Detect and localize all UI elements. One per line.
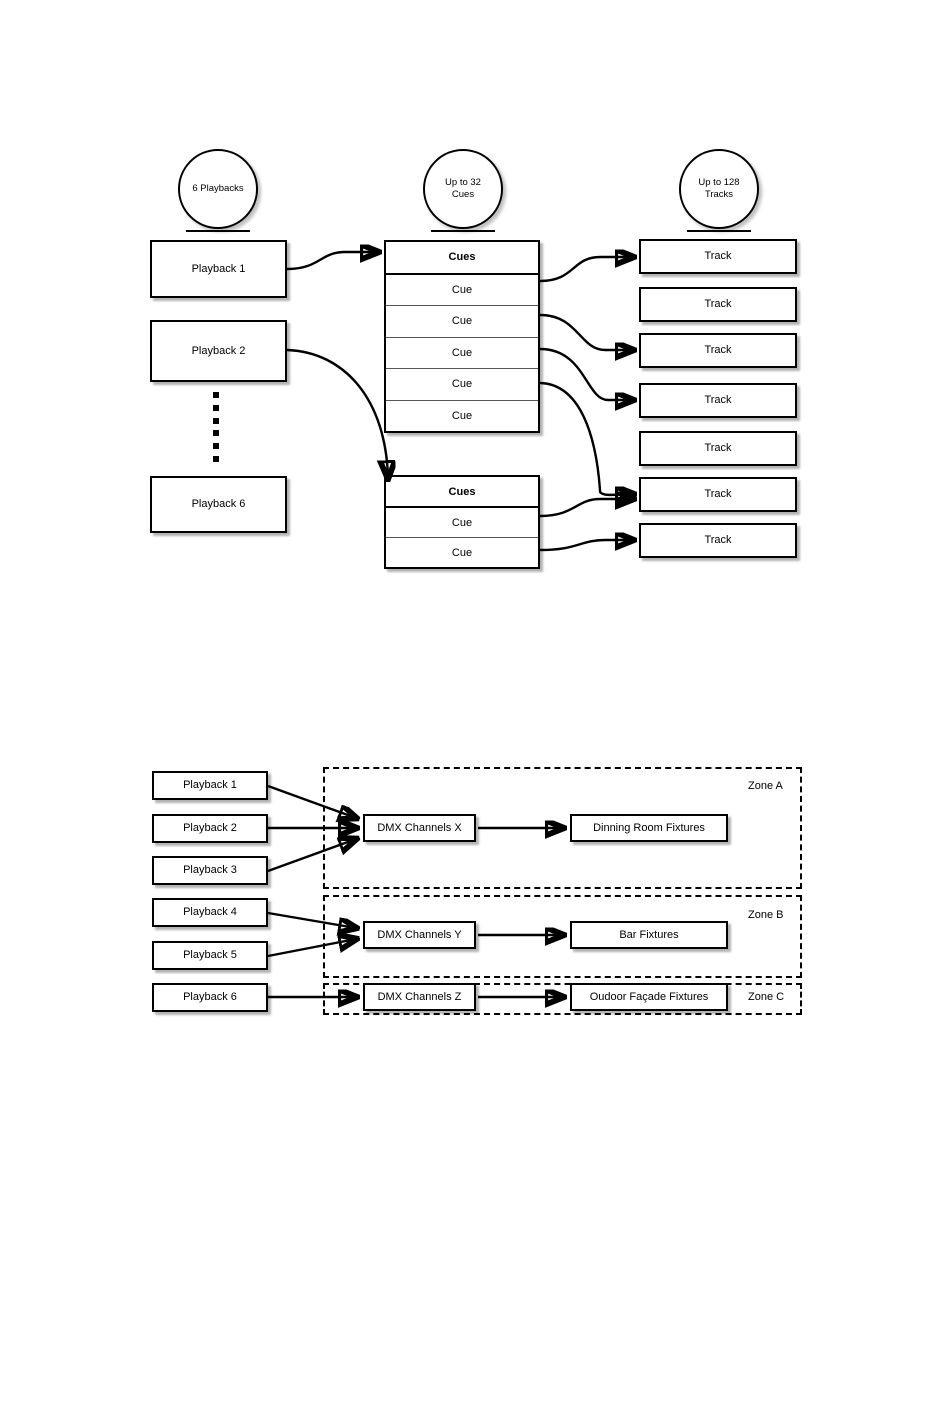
dmx-channels-z-box[interactable]: DMX Channels Z [363, 983, 476, 1011]
annotation-bubble-tracks-base [687, 230, 751, 232]
top-playback-box-1-label: Playback 1 [191, 262, 246, 275]
zone-a-label: Zone A [748, 780, 783, 792]
track-box-2[interactable]: Track [639, 287, 797, 322]
ellipsis-dot [213, 455, 219, 462]
zone-c-boundary [323, 983, 802, 1015]
cue-row[interactable]: Cue [386, 274, 538, 306]
cue-row[interactable]: Cue [386, 400, 538, 431]
zone-b-label: Zone B [748, 909, 784, 921]
ellipsis-dot [213, 443, 219, 450]
bottom-playback-box-5[interactable]: Playback 5 [152, 941, 268, 970]
wire-cue5-to-track6 [539, 499, 633, 518]
dinning-room-fixtures-box[interactable]: Dinning Room Fixtures [570, 814, 728, 842]
track-box-6[interactable]: Track [639, 477, 797, 512]
wire-playback2-to-cues2 [286, 348, 388, 478]
wire-cue2-to-track3 [539, 313, 633, 350]
top-playback-box-2[interactable]: Playback 2 [150, 320, 287, 382]
top-playback-box-6-label: Playback 6 [191, 498, 246, 511]
track-box-4[interactable]: Track [639, 383, 797, 418]
bottom-playback-box-3[interactable]: Playback 3 [152, 856, 268, 885]
bottom-playback-box-1[interactable]: Playback 1 [152, 771, 268, 800]
bottom-playback-box-4[interactable]: Playback 4 [152, 898, 268, 927]
track-box-3[interactable]: Track [639, 333, 797, 368]
zone-b-boundary [323, 895, 802, 978]
cue-table-2: Cues Cue Cue [384, 475, 540, 569]
dmx-channels-x-box[interactable]: DMX Channels X [363, 814, 476, 842]
outdoor-facade-fixtures-box[interactable]: Oudoor Façade Fixtures [570, 983, 728, 1011]
annotation-bubble-cues-base [431, 230, 495, 232]
annotation-bubble-tracks-label: Up to 128 Tracks [698, 177, 740, 200]
wire-cue6-to-track7 [539, 540, 633, 550]
bottom-playback-box-6[interactable]: Playback 6 [152, 983, 268, 1012]
wire-playback1-to-cues1 [286, 252, 378, 271]
top-playback-box-1[interactable]: Playback 1 [150, 240, 287, 298]
zone-c-label: Zone C [748, 991, 785, 1003]
playback-ellipsis [212, 392, 220, 462]
wire-cue4-to-track6 [539, 381, 633, 495]
track-box-7[interactable]: Track [639, 523, 797, 558]
cue-table-2-header: Cues [386, 477, 538, 508]
ellipsis-dot [213, 404, 219, 411]
cue-table-1-header: Cues [386, 242, 538, 275]
cue-table-1: Cues Cue Cue Cue Cue Cue [384, 240, 540, 433]
annotation-bubble-playbacks-label: 6 Playbacks [192, 183, 244, 195]
annotation-bubble-playbacks: 6 Playbacks [178, 149, 258, 229]
cue-row[interactable]: Cue [386, 337, 538, 369]
top-playback-box-2-label: Playback 2 [191, 344, 246, 357]
cue-row[interactable]: Cue [386, 538, 538, 567]
ellipsis-dot [213, 417, 219, 424]
bottom-playback-box-2[interactable]: Playback 2 [152, 814, 268, 843]
track-box-1[interactable]: Track [639, 239, 797, 274]
cue-row[interactable]: Cue [386, 369, 538, 401]
annotation-bubble-cues-label: Up to 32 Cues [445, 177, 481, 200]
bar-fixtures-box[interactable]: Bar Fixtures [570, 921, 728, 949]
annotation-bubble-playbacks-base [186, 230, 250, 232]
wire-cue3-to-track4 [539, 347, 633, 400]
track-box-5[interactable]: Track [639, 431, 797, 466]
wire-cue1-to-track1 [539, 257, 633, 283]
annotation-bubble-tracks: Up to 128 Tracks [679, 149, 759, 229]
cue-row[interactable]: Cue [386, 306, 538, 338]
annotation-bubble-cues: Up to 32 Cues [423, 149, 503, 229]
cue-row[interactable]: Cue [386, 508, 538, 538]
top-playback-box-6[interactable]: Playback 6 [150, 476, 287, 533]
ellipsis-dot [213, 430, 219, 437]
dmx-channels-y-box[interactable]: DMX Channels Y [363, 921, 476, 949]
ellipsis-dot [213, 392, 219, 398]
